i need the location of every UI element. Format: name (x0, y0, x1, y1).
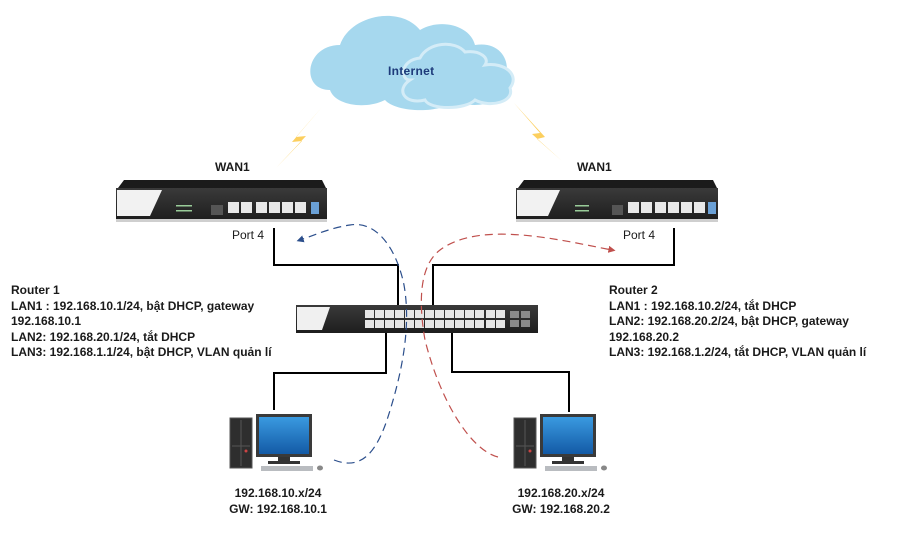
router-1-config-line: LAN1 : 192.168.10.1/24, bật DHCP, gatewa… (11, 298, 255, 313)
flow-path-red (420, 233, 616, 458)
cable-router1-switch (273, 228, 399, 305)
router-2-device[interactable] (516, 180, 718, 222)
cable-switch-pc1 (273, 333, 387, 410)
router-1-info: Router 1 LAN1 : 192.168.10.1/24, bật DHC… (11, 283, 272, 361)
router-1-port-label: Port 4 (232, 228, 265, 242)
cables (273, 228, 675, 412)
flow-path-blue (296, 223, 408, 464)
lightning-right-icon (514, 103, 562, 161)
pc-1-icon[interactable] (229, 414, 323, 471)
router-2-wan-label: WAN1 (577, 160, 612, 174)
router-1-config-line: 192.168.10.1 (11, 314, 82, 328)
router-2-config-line: LAN3: 192.168.1.2/24, tắt DHCP, VLAN quả… (609, 345, 867, 359)
pc-2-subnet: 192.168.20.x/24 (517, 486, 605, 500)
router-1-config-line: LAN3: 192.168.1.1/24, bật DHCP, VLAN quả… (11, 345, 272, 359)
cable-router2-switch (432, 228, 675, 305)
router-2-config-line: LAN1 : 192.168.10.2/24, tắt DHCP (609, 298, 797, 313)
pc-2-gateway: GW: 192.168.20.2 (512, 502, 610, 516)
switch-device[interactable] (296, 305, 538, 333)
router-2-port-label: Port 4 (623, 228, 656, 242)
pc-2-icon[interactable] (513, 414, 607, 471)
pc-2-info: 192.168.20.x/24 GW: 192.168.20.2 (481, 485, 641, 517)
pc-1-subnet: 192.168.10.x/24 (234, 486, 322, 500)
router-2-info: Router 2 LAN1 : 192.168.10.2/24, tắt DHC… (609, 283, 866, 361)
router-1-config-line: LAN2: 192.168.20.1/24, tắt DHCP (11, 329, 196, 344)
pc-1-gateway: GW: 192.168.10.1 (229, 502, 327, 516)
cable-switch-pc2 (451, 333, 570, 412)
internet-cloud-icon (310, 15, 515, 111)
router-1-title: Router 1 (11, 283, 60, 297)
router-2-config-line: LAN2: 192.168.20.2/24, bật DHCP, gateway (609, 314, 849, 328)
router-1-wan-label: WAN1 (215, 160, 250, 174)
router-1-device[interactable] (116, 180, 327, 222)
router-2-title: Router 2 (609, 283, 658, 297)
router-2-config-line: 192.168.20.2 (609, 329, 680, 344)
internet-label: Internet (388, 64, 435, 78)
lightning-left-icon (276, 107, 322, 168)
pc-1-info: 192.168.10.x/24 GW: 192.168.10.1 (198, 485, 358, 517)
